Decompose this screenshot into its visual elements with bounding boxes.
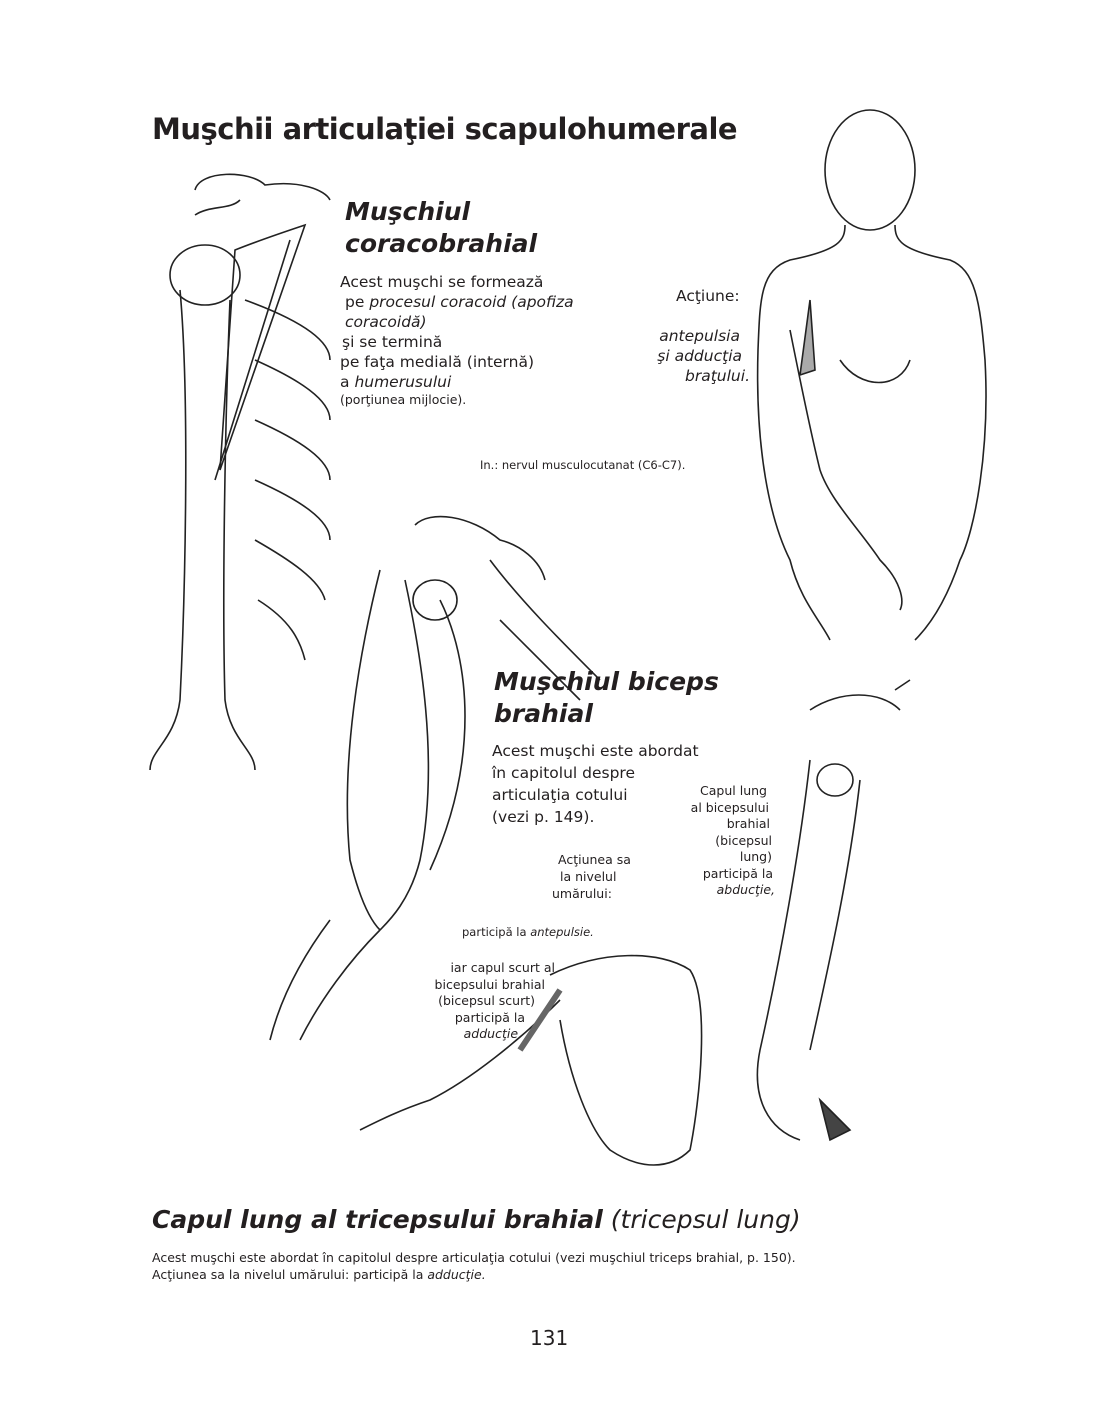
page-title: Muşchii articulaţiei scapulohumerale (152, 112, 738, 146)
coracobrahial-action-label: Acţiune: (676, 287, 740, 305)
description-note: (porţiunea mijlocie). (340, 392, 467, 407)
biceps-heading-line2: brahial (494, 699, 593, 728)
coracobrahial-innervation: In.: nervul musculocutanat (C6-C7). (480, 458, 686, 472)
biceps-action-lines: Acţiunea sa la nivelul umărului: (552, 852, 631, 901)
description-line: şi se termină (342, 333, 443, 351)
triceps-heading: Capul lung al tricepsului brahial (trice… (152, 1205, 801, 1234)
biceps-heading-line1: Muşchiul biceps (494, 667, 719, 696)
coracobrachialis-shoulder-drawing (149, 173, 331, 771)
long-head-biceps-drawing (756, 679, 911, 1142)
description-line: pe procesul coracoid (apofiza (345, 293, 574, 311)
description-line: pe faţa medială (internă) (340, 353, 535, 371)
coracobrahial-description: Acest muşchi se formează pe procesul cor… (340, 272, 574, 407)
coracobrahial-heading-line2: coracobrahial (345, 229, 538, 258)
description-line: coracoidă) (345, 313, 427, 331)
female-figure-drawing (756, 109, 987, 641)
description-line: Acest muşchi se formează (340, 273, 544, 291)
coracobrahial-heading-line1: Muşchiul (345, 197, 471, 226)
biceps-antepulsie: participă la antepulsie. (462, 925, 594, 939)
biceps-long-head-note: Capul lung al bicepsului brahial (biceps… (690, 783, 775, 897)
page-number: 131 (530, 1326, 569, 1350)
biceps-short-head-note: iar capul scurt al bicepsului brahial (b… (434, 960, 555, 1041)
scapula-drawing (359, 954, 703, 1166)
biceps-description: Acest muşchi este abordat în capitolul d… (492, 742, 699, 826)
biceps-arm-drawing (269, 515, 601, 1041)
description-line: a humerusului (340, 373, 452, 391)
coracobrahial-action: antepulsia şi adducţia braţului. (657, 327, 750, 385)
triceps-description: Acest muşchi este abordat în capitolul d… (152, 1250, 796, 1282)
